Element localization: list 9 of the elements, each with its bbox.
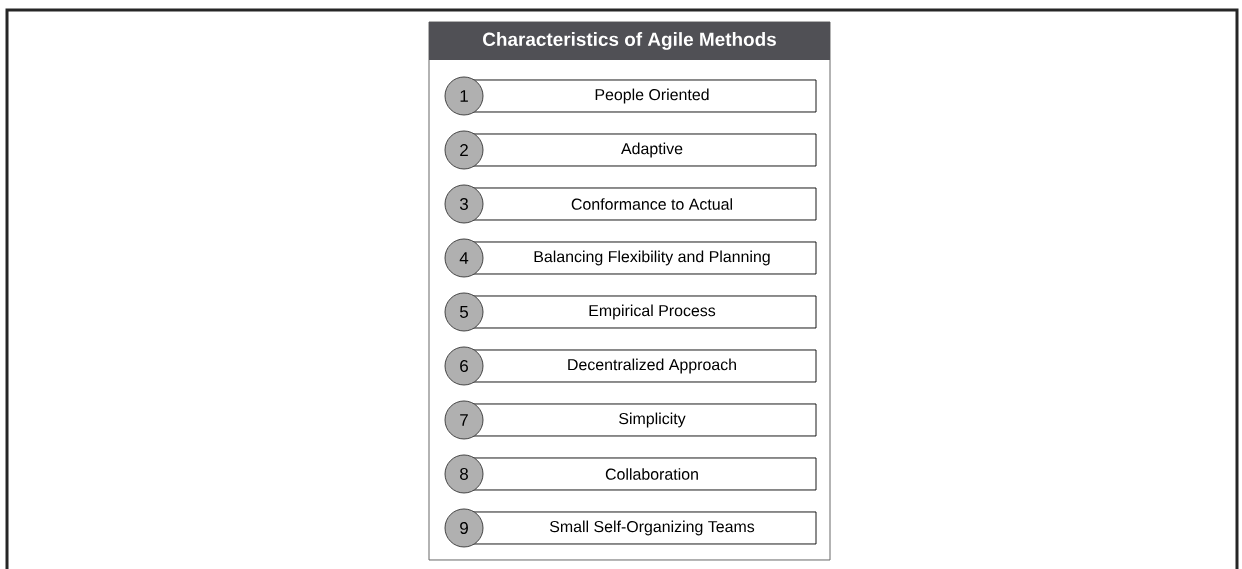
- item-box: Small Self-Organizing Teams: [467, 511, 817, 545]
- item-box: Conformance to Actual: [467, 187, 817, 221]
- item-box: Empirical Process: [467, 295, 817, 329]
- item-box: People Oriented: [467, 79, 817, 113]
- item-box: Balancing Flexibility and Planning: [467, 241, 817, 275]
- item-box: Collaboration: [467, 457, 817, 491]
- item-box: Decentralized Approach: [467, 349, 817, 383]
- item-box: Simplicity: [467, 403, 817, 437]
- item-box: Adaptive: [467, 133, 817, 167]
